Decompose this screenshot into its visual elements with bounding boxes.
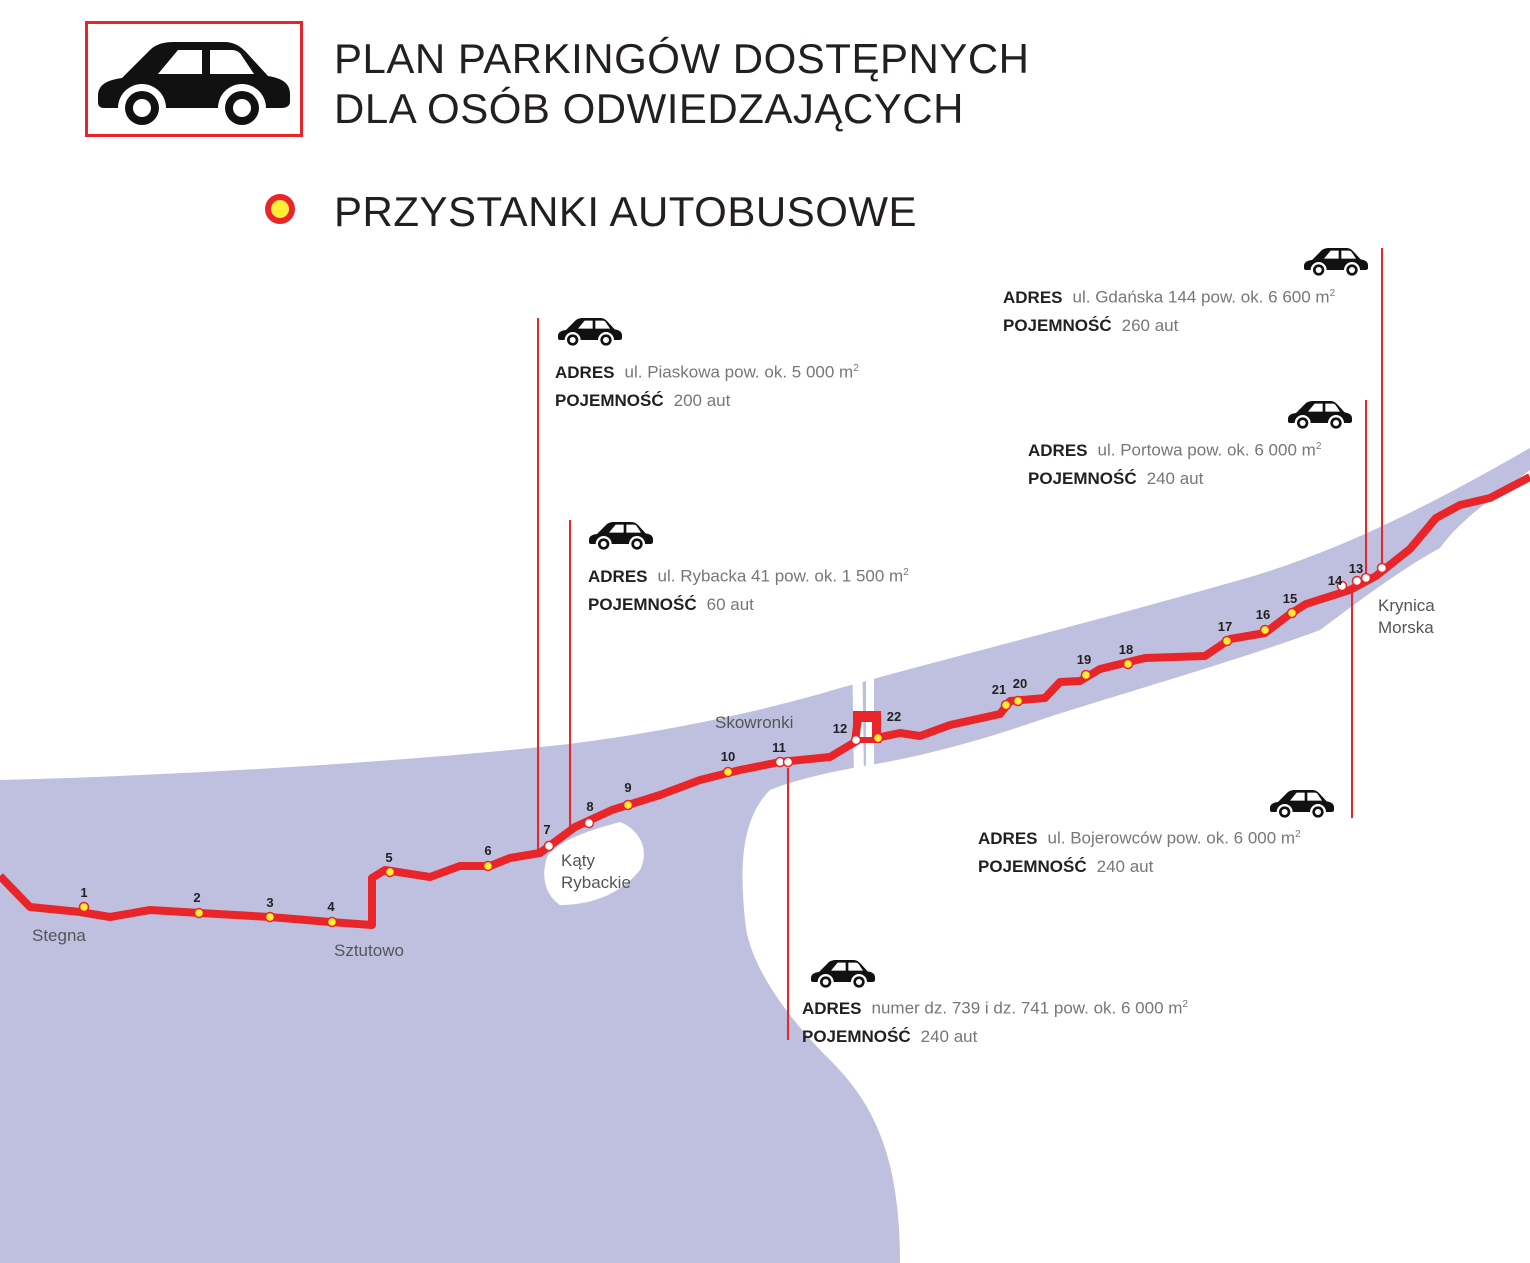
page-title: PLAN PARKINGÓW DOSTĘPNYCH DLA OSÓB ODWIE… bbox=[334, 34, 1030, 134]
title-line-1: PLAN PARKINGÓW DOSTĘPNYCH bbox=[334, 35, 1030, 82]
car-icon bbox=[1282, 399, 1358, 434]
bus-stop-marker bbox=[1336, 580, 1348, 592]
bus-stop-number: 17 bbox=[1218, 619, 1232, 634]
bus-stop-marker bbox=[543, 840, 555, 852]
bus-stop-number: 1 bbox=[80, 885, 87, 900]
bus-stop-marker bbox=[583, 817, 595, 829]
bus-stop-number: 6 bbox=[484, 843, 491, 858]
canal bbox=[866, 640, 874, 780]
bus-stop-marker bbox=[1286, 607, 1298, 619]
place-krynica-morska: Krynica Morska bbox=[1378, 596, 1435, 637]
bus-stop-legend-icon bbox=[265, 194, 295, 224]
bus-stop-marker bbox=[722, 766, 734, 778]
bus-stop-marker bbox=[1376, 562, 1388, 574]
bus-stop-number: 7 bbox=[543, 822, 550, 837]
bus-stop-marker bbox=[1259, 624, 1271, 636]
bus-stop-number: 5 bbox=[385, 850, 392, 865]
bus-stop-marker bbox=[1351, 575, 1363, 587]
car-icon bbox=[805, 958, 881, 993]
title-line-2: DLA OSÓB ODWIEDZAJĄCYCH bbox=[334, 85, 964, 132]
bus-stop-marker bbox=[872, 732, 884, 744]
car-icon bbox=[552, 316, 628, 351]
bus-stop-number: 22 bbox=[887, 709, 901, 724]
bus-stop-number: 19 bbox=[1077, 652, 1091, 667]
bus-stop-number: 16 bbox=[1256, 607, 1270, 622]
bus-stop-number: 20 bbox=[1013, 676, 1027, 691]
water-layer bbox=[0, 448, 1530, 1263]
bus-stop-number: 3 bbox=[266, 895, 273, 910]
place-skowronki: Skowronki bbox=[715, 713, 794, 732]
bus-stop-number: 21 bbox=[992, 682, 1006, 697]
place-sztutowo: Sztutowo bbox=[334, 941, 404, 960]
bus-stop-marker bbox=[326, 916, 338, 928]
bus-stop-number: 11 bbox=[772, 740, 786, 755]
bus-stop-number: 9 bbox=[624, 780, 631, 795]
bus-stop-marker bbox=[1122, 658, 1134, 670]
canal bbox=[852, 640, 864, 780]
bus-stop-number: 2 bbox=[193, 890, 200, 905]
bus-stop-number: 12 bbox=[833, 721, 847, 736]
bus-stop-marker bbox=[1080, 669, 1092, 681]
bus-stop-number: 4 bbox=[327, 899, 335, 914]
bus-stop-number: 15 bbox=[1283, 591, 1297, 606]
bus-stop-marker bbox=[193, 907, 205, 919]
header-car-box bbox=[85, 21, 303, 137]
bus-stop-number: 18 bbox=[1119, 642, 1133, 657]
bus-stop-number: 8 bbox=[586, 799, 593, 814]
bus-stop-marker bbox=[1360, 572, 1372, 584]
place-katy-rybackie: Kąty Rybackie bbox=[561, 851, 631, 892]
sea-strip bbox=[870, 448, 1530, 735]
bus-stop-marker bbox=[78, 901, 90, 913]
bus-stop-marker bbox=[782, 756, 794, 768]
bus-stop-marker bbox=[384, 866, 396, 878]
spit-land bbox=[544, 822, 644, 905]
bus-stop-marker bbox=[482, 860, 494, 872]
bus-stop-number: 10 bbox=[721, 749, 735, 764]
bus-stop-marker bbox=[264, 911, 276, 923]
bus-stop-marker bbox=[850, 734, 862, 746]
route-loop bbox=[853, 711, 881, 743]
bus-stop-marker bbox=[1221, 635, 1233, 647]
bus-stop-number: 14 bbox=[1328, 573, 1343, 588]
car-icon bbox=[1264, 788, 1340, 823]
leader-lines bbox=[537, 248, 1383, 1040]
car-icon bbox=[1298, 246, 1374, 281]
legend-label: PRZYSTANKI AUTOBUSOWE bbox=[334, 188, 918, 235]
bus-stop-marker bbox=[622, 799, 634, 811]
bus-stop-marker bbox=[1000, 699, 1012, 711]
place-stegna: Stegna bbox=[32, 926, 86, 945]
car-icon bbox=[98, 42, 290, 125]
bus-stop-number: 13 bbox=[1349, 561, 1363, 576]
car-icon bbox=[583, 520, 659, 555]
bus-stop-marker bbox=[1012, 695, 1024, 707]
